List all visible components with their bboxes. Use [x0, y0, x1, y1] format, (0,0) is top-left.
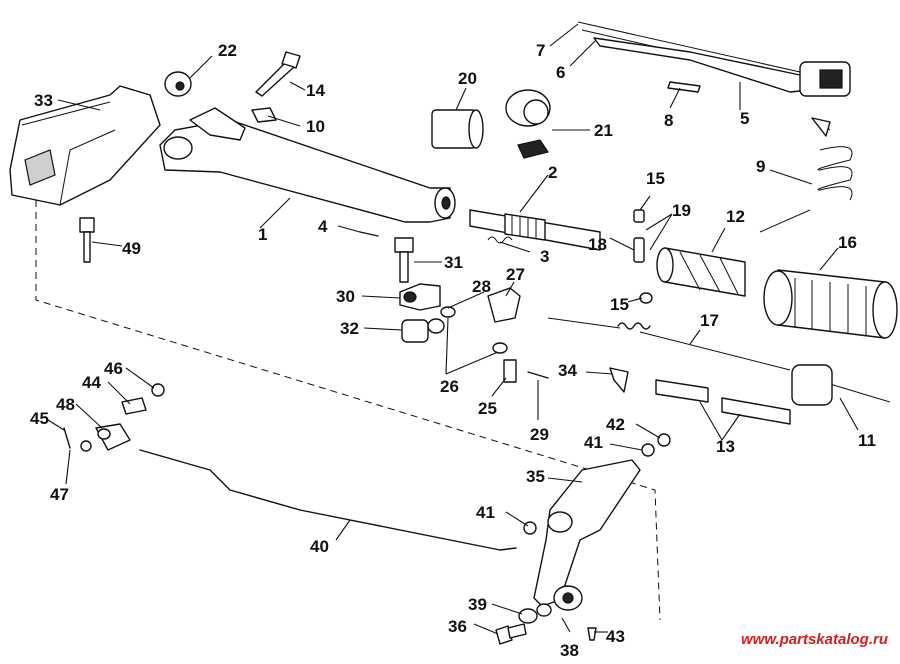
callout-35: 35 [526, 467, 545, 486]
callout-49: 49 [122, 239, 141, 258]
callout-13: 13 [716, 437, 735, 456]
callout-33: 33 [34, 91, 53, 110]
cable-end-part [617, 322, 651, 330]
callout-5: 5 [740, 109, 749, 128]
callout-16: 16 [838, 233, 857, 252]
callout-4: 4 [318, 217, 328, 236]
callout-38: 38 [560, 641, 579, 660]
grip-part [656, 247, 746, 297]
callout-11: 11 [858, 431, 876, 450]
callout-31: 31 [444, 253, 463, 272]
nut-upper-part [657, 433, 671, 447]
lanyard-part [759, 117, 853, 233]
bushing-part [633, 209, 653, 304]
washer-bolt-part [518, 608, 538, 624]
stop-switch-part [799, 61, 851, 97]
friction-knob-part [505, 89, 551, 159]
callout-28: 28 [472, 277, 491, 296]
screw-part [255, 51, 301, 97]
leader-lines [47, 23, 859, 635]
callout-43: 43 [606, 627, 625, 646]
throttle-shaft-part [469, 209, 601, 251]
spacer-part [401, 318, 445, 343]
washer-upper-part [641, 443, 655, 457]
cotter-pin-part [527, 371, 549, 379]
spring-part [487, 236, 513, 244]
handle-part [763, 269, 898, 339]
rod-end-part [95, 423, 131, 451]
grease-fitting-part [587, 627, 597, 641]
callout-10: 10 [306, 117, 325, 136]
cam-part [399, 283, 441, 311]
callout-12: 12 [726, 207, 745, 226]
sleeve-part [431, 109, 484, 149]
assembly-guide-line [35, 200, 661, 621]
callout-34: 34 [558, 361, 577, 380]
callout-2: 2 [548, 163, 557, 182]
plate-part [251, 107, 277, 123]
callout-41: 41 [584, 433, 603, 452]
pin-part [359, 231, 379, 237]
callout-39: 39 [468, 595, 487, 614]
callout-42: 42 [606, 415, 625, 434]
bracket-part [9, 85, 161, 206]
callout-labels: 1234567891011121314151516171819202122252… [30, 41, 876, 660]
callout-8: 8 [664, 111, 673, 130]
washer-lower-part [523, 521, 537, 535]
callout-7: 7 [536, 41, 545, 60]
watermark-text: www.partskatalog.ru [741, 631, 888, 648]
callout-19: 19 [672, 201, 691, 220]
callout-27: 27 [506, 265, 525, 284]
callout-45: 45 [30, 409, 49, 428]
shoulder-bolt-part [495, 623, 527, 645]
callout-40: 40 [310, 537, 329, 556]
callout-30: 30 [336, 287, 355, 306]
callout-41: 41 [476, 503, 495, 522]
callout-15: 15 [610, 295, 629, 314]
nut-part [151, 383, 165, 397]
callout-44: 44 [82, 373, 101, 392]
callout-21: 21 [594, 121, 613, 140]
callout-25: 25 [478, 399, 497, 418]
cotter-part [63, 427, 71, 449]
cable-sleeve-part [655, 379, 791, 425]
clip-pin-part [667, 81, 701, 93]
callout-47: 47 [50, 485, 69, 504]
callout-6: 6 [556, 63, 565, 82]
shift-lever-part [533, 459, 641, 611]
cam-bolt-part [394, 237, 414, 283]
lever-bracket-part [440, 287, 521, 354]
shift-rod-part [139, 449, 517, 551]
tiller-arm-part [159, 107, 456, 223]
callout-48: 48 [56, 395, 75, 414]
callout-26: 26 [440, 377, 459, 396]
callout-9: 9 [756, 157, 765, 176]
callout-17: 17 [700, 311, 719, 330]
callout-20: 20 [458, 69, 477, 88]
stud-part [121, 397, 147, 415]
throttle-cable-part [547, 317, 891, 403]
callout-29: 29 [530, 425, 549, 444]
pivot-part [503, 359, 517, 383]
callout-36: 36 [448, 617, 467, 636]
switch-bracket-part [593, 37, 811, 93]
callout-15: 15 [646, 169, 665, 188]
callout-1: 1 [258, 225, 267, 244]
clip-part [609, 367, 629, 393]
washer-part [164, 71, 192, 97]
callout-14: 14 [306, 81, 325, 100]
callout-22: 22 [218, 41, 237, 60]
washer-small-part [80, 440, 92, 452]
callout-18: 18 [588, 235, 607, 254]
cable-tube-part [791, 364, 833, 406]
callout-3: 3 [540, 247, 549, 266]
nut-bolt-part [536, 603, 552, 617]
callout-32: 32 [340, 319, 359, 338]
callout-46: 46 [104, 359, 123, 378]
bolt-part [79, 217, 95, 263]
